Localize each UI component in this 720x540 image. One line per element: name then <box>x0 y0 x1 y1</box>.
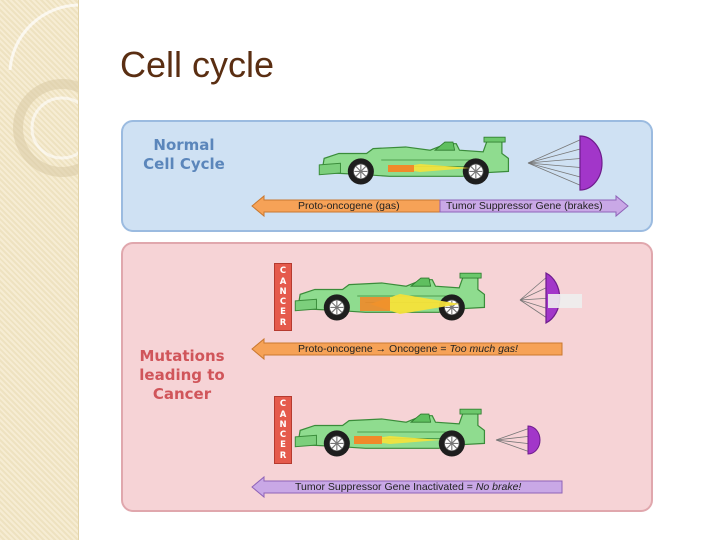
cancer-letter: N <box>279 419 287 430</box>
too-much-gas-text: Too much gas! <box>449 343 518 355</box>
normal-parachute-icon <box>527 135 603 191</box>
oncogene-arrow-text: Proto-oncogene → Oncogene = Too much gas… <box>298 343 518 355</box>
slide-title: Cell cycle <box>120 44 275 85</box>
too-much-gas-racecar <box>294 272 582 324</box>
proto-oncogene-gas-text: Proto-oncogene (gas) <box>298 200 400 212</box>
no-brake-racecar <box>294 408 541 458</box>
tumor-suppressor-brakes-text: Tumor Suppressor Gene (brakes) <box>446 200 603 212</box>
cancer-letter: C <box>279 430 287 441</box>
cancer-letter: E <box>280 307 286 318</box>
mutations-label-line2: leading to <box>139 365 225 384</box>
cancer-letter: N <box>279 286 287 297</box>
cancer-letter: R <box>279 317 287 328</box>
no-brake-text: No brake! <box>475 481 522 493</box>
normal-double-arrow <box>251 194 629 218</box>
suppressor-text-prefix: Tumor Suppressor Gene Inactivated = <box>295 481 476 493</box>
mutations-label-line1: Mutations <box>139 347 225 365</box>
normal-racecar <box>318 135 603 191</box>
too-much-gas-arrow <box>251 337 563 361</box>
sidebar-decoration <box>0 0 79 540</box>
cancer-letter: C <box>279 399 287 410</box>
small-parachute-icon <box>495 425 541 455</box>
oncogene-text-prefix: Proto-oncogene → Oncogene = <box>298 343 450 355</box>
decorative-arcs <box>8 3 78 177</box>
cancer-letter: R <box>279 450 287 461</box>
gas-parachute-icon <box>519 272 582 324</box>
cancer-letter: A <box>279 276 287 287</box>
mutations-label: Mutations leading to Cancer <box>128 347 236 403</box>
normal-label-line1: Normal <box>153 136 215 154</box>
no-brake-arrow <box>251 475 563 499</box>
cancer-letter: C <box>279 266 287 277</box>
normal-label-line2: Cell Cycle <box>143 154 225 173</box>
cancer-letter: A <box>279 409 287 420</box>
cancer-letter: C <box>279 297 287 308</box>
cancer-letter: E <box>280 440 286 451</box>
suppressor-inactivated-arrow-text: Tumor Suppressor Gene Inactivated = No b… <box>295 481 521 493</box>
cancer-tag-top: C A N C E R <box>274 263 292 331</box>
mutations-label-line3: Cancer <box>152 384 212 403</box>
normal-cycle-label: Normal Cell Cycle <box>132 136 236 174</box>
cancer-tag-bottom: C A N C E R <box>274 396 292 464</box>
